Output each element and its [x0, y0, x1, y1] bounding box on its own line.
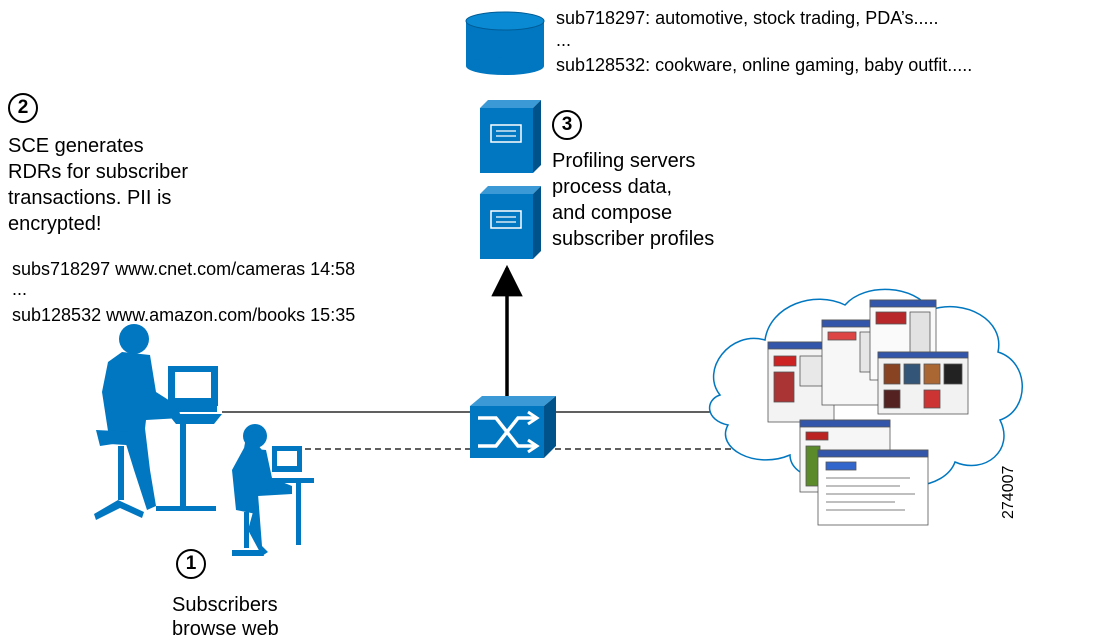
subscriber-man-icon	[94, 324, 222, 520]
step-2-line-3: transactions. PII is	[8, 187, 172, 209]
rdr-record-line-1: subs718297 www.cnet.com/cameras 14:58	[12, 259, 356, 279]
step-3-line-4: subscriber profiles	[552, 228, 715, 250]
step-1-badge: 1	[176, 549, 206, 579]
rdr-record-line-2: sub128532 www.amazon.com/books 15:35	[12, 305, 356, 325]
profiling-server-icon	[480, 100, 541, 173]
db-record-line-2: sub128532: cookware, online gaming, baby…	[556, 55, 973, 75]
step-1-line-2: browse web	[172, 618, 279, 640]
step-3-line-3: and compose	[552, 202, 673, 224]
step-3-line-1: Profiling servers	[552, 150, 696, 172]
internet-cloud-icon	[709, 288, 1023, 526]
sce-switch-icon	[470, 396, 556, 458]
db-record-line-1: sub718297: automotive, stock trading, PD…	[556, 8, 939, 28]
rdr-record-ellipsis: ...	[12, 279, 28, 299]
step-2-line-1: SCE generates	[8, 135, 144, 157]
database-icon	[465, 11, 545, 75]
step-2-badge: 2	[8, 93, 38, 123]
step-2-line-4: encrypted!	[8, 213, 102, 235]
db-record-ellipsis: ...	[556, 30, 572, 50]
step-1-line-1: Subscribers	[172, 594, 278, 616]
subscriber-woman-icon	[232, 424, 314, 556]
step-2-line-2: RDRs for subscriber	[8, 161, 189, 183]
profiling-server-icon	[480, 186, 541, 259]
step-3-badge: 3	[552, 110, 582, 140]
figure-id: 274007	[1000, 465, 1017, 519]
step-3-line-2: process data,	[552, 176, 673, 198]
